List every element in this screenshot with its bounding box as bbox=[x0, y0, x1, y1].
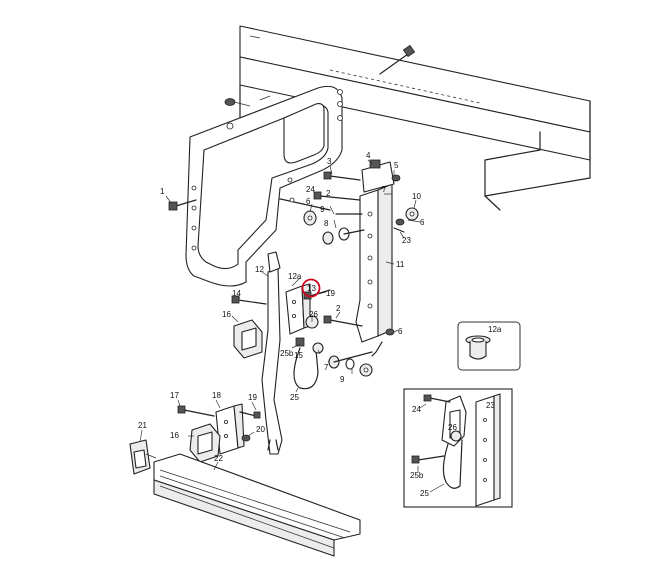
label-14: 14 bbox=[232, 289, 241, 298]
label-16-lower: 16 bbox=[170, 431, 179, 440]
detail-label-23: 23 bbox=[486, 401, 495, 410]
label-19-lower: 19 bbox=[248, 393, 257, 402]
rail-22 bbox=[153, 453, 361, 557]
frame-nut bbox=[224, 98, 251, 107]
leader-lines bbox=[139, 159, 421, 471]
label-5: 5 bbox=[394, 161, 399, 170]
label-13: 13 bbox=[307, 284, 316, 293]
label-25: 25 bbox=[290, 393, 299, 402]
label-10: 10 bbox=[412, 192, 421, 201]
detail-label-24: 24 bbox=[412, 405, 421, 414]
label-7-lower: 7 bbox=[324, 363, 329, 372]
detail-label-25b: 25b bbox=[410, 471, 424, 480]
bracket-16-upper bbox=[231, 295, 267, 359]
label-6-upper: 6 bbox=[306, 197, 311, 206]
label-16-upper: 16 bbox=[222, 310, 231, 319]
inset-12a-label: 12a bbox=[488, 325, 502, 334]
label-11: 11 bbox=[396, 260, 405, 269]
label-7: 7 bbox=[382, 185, 387, 194]
label-2-lower: 2 bbox=[336, 304, 341, 313]
lower-bracket-18 bbox=[177, 403, 261, 463]
fasteners-lower-right bbox=[323, 315, 395, 377]
label-17: 17 bbox=[170, 391, 179, 400]
label-18: 18 bbox=[212, 391, 221, 400]
clip-21 bbox=[129, 439, 157, 475]
detail-inset: 23 24 26 25b 25 bbox=[403, 388, 513, 508]
label-2-upper: 2 bbox=[326, 189, 331, 198]
label-6-right: 6 bbox=[420, 218, 425, 227]
inset-12a: 12a bbox=[457, 321, 521, 371]
side-frame bbox=[185, 85, 343, 287]
detail-label-25: 25 bbox=[420, 489, 429, 498]
label-9-lower: 9 bbox=[340, 375, 345, 384]
label-24: 24 bbox=[306, 185, 315, 194]
callout-labels: 1 3 4 5 7 24 2 6 9 8 10 6 23 11 12 12a 1… bbox=[138, 151, 425, 463]
label-4: 4 bbox=[366, 151, 371, 160]
label-6-lower: 6 bbox=[398, 327, 403, 336]
lever-12 bbox=[261, 251, 283, 455]
label-23: 23 bbox=[402, 236, 411, 245]
label-22: 22 bbox=[214, 454, 223, 463]
bracket-11 bbox=[355, 159, 395, 343]
label-8: 8 bbox=[324, 219, 329, 228]
detail-label-26: 26 bbox=[448, 423, 457, 432]
label-21: 21 bbox=[138, 421, 147, 430]
label-20: 20 bbox=[256, 425, 265, 434]
label-9-upper: 9 bbox=[320, 205, 325, 214]
label-12a: 12a bbox=[288, 272, 302, 281]
bolt-1 bbox=[168, 199, 197, 211]
label-15: 15 bbox=[294, 351, 303, 360]
rail-bolt bbox=[379, 44, 416, 75]
label-19-right: 19 bbox=[326, 289, 335, 298]
highlight-circle-13 bbox=[301, 278, 321, 298]
label-3: 3 bbox=[327, 157, 332, 166]
label-26: 26 bbox=[309, 310, 318, 319]
label-25b: 25b bbox=[280, 349, 294, 358]
label-12: 12 bbox=[255, 265, 264, 274]
fasteners-upper bbox=[303, 171, 419, 245]
label-1: 1 bbox=[160, 187, 165, 196]
